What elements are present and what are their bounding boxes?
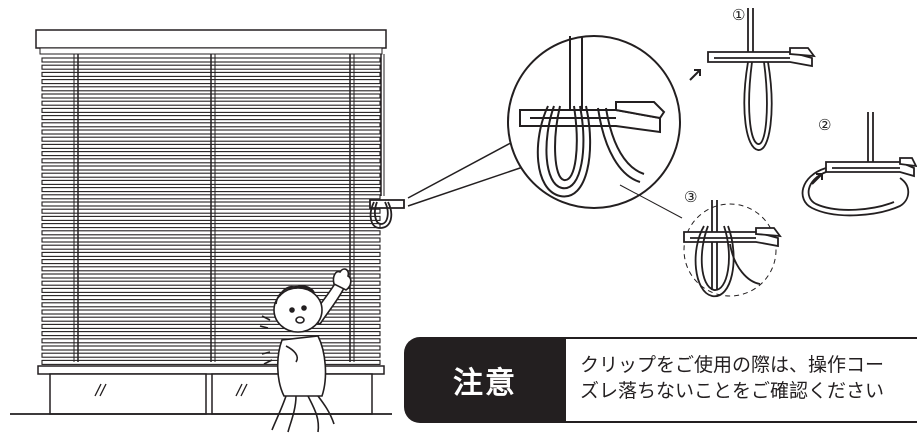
callout-leader-bottom <box>407 165 527 207</box>
blind-head-rail-bottom <box>39 47 383 55</box>
caution-badge: 注意 <box>404 337 566 423</box>
step-2-label: ② <box>818 116 832 134</box>
magnified-clip <box>519 36 666 198</box>
blind-head-rail <box>35 29 387 49</box>
child-figure <box>259 268 352 433</box>
window-glass-mark-4 <box>240 383 248 397</box>
caution-body: クリップをご使用の際は、操作コー ズレ落ちないことをご確認ください <box>566 337 917 423</box>
step-3-label: ③ <box>684 188 698 206</box>
cord-clip-small <box>369 199 405 229</box>
window-sill <box>37 365 385 375</box>
caution-notice: 注意 クリップをご使用の際は、操作コー ズレ落ちないことをご確認ください <box>404 337 917 423</box>
caution-text-line-1: クリップをご使用の際は、操作コー <box>580 354 885 376</box>
window-glass-mark-3 <box>235 383 243 397</box>
step-1-label: ① <box>732 6 746 24</box>
window-glass-mark-2 <box>99 383 107 397</box>
step3-clip-diagram <box>683 200 782 297</box>
callout-leader-top <box>407 137 521 199</box>
step2-clip-diagram <box>801 112 917 217</box>
window-pane-left <box>49 373 207 415</box>
caution-text-line-2: ズレ落ちないことをご確認ください <box>580 380 885 402</box>
window-glass-mark-1 <box>94 383 102 397</box>
step1-clip-diagram <box>689 8 816 151</box>
connector-line-3 <box>619 184 683 219</box>
